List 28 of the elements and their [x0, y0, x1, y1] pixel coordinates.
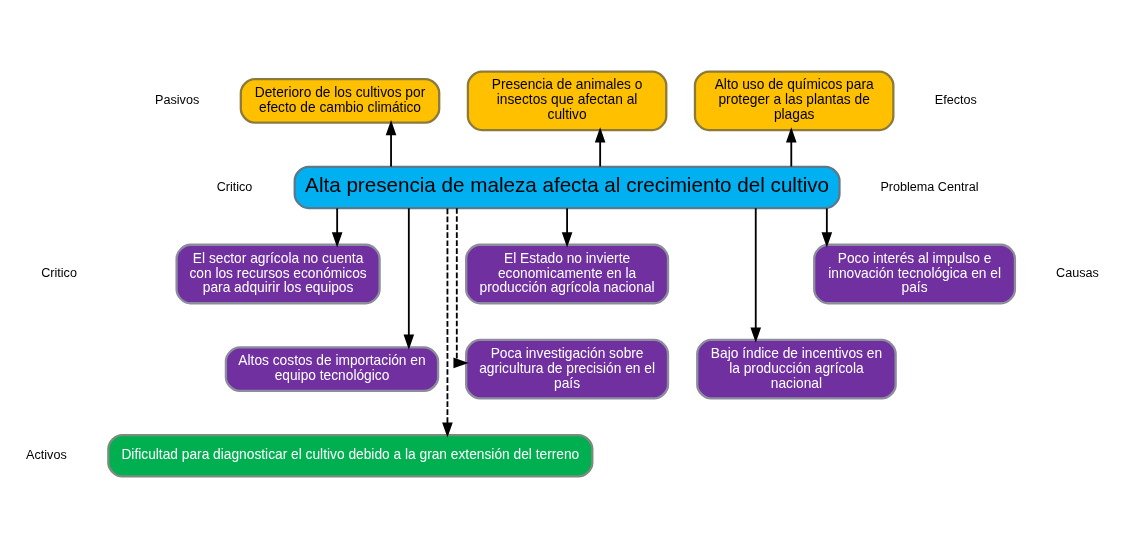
- node-box: El sector agrícola no cuenta con los recursos económicos para adquirir los equipos: [175, 243, 381, 305]
- node-box: Alta presencia de maleza afecta al crecimiento del cultivo: [293, 165, 841, 210]
- node-box: El Estado no invierte economicamente en la producción agrícola nacional: [465, 243, 670, 305]
- node-box: Poco interés al impulso e innovación tecnológica en el país: [813, 243, 1017, 305]
- node-box: Altos costos de importación en equipo tecnológico: [224, 346, 440, 393]
- arrow: [403, 207, 415, 350]
- label: Pasivos: [155, 93, 200, 108]
- label: Efectos: [934, 93, 977, 108]
- arrow: [331, 207, 343, 248]
- arrow: [442, 207, 453, 438]
- arrow: [786, 127, 797, 168]
- arrow: [821, 207, 833, 248]
- arrow: [385, 120, 397, 168]
- label: Causas: [1056, 266, 1099, 281]
- label: Critico: [216, 179, 253, 194]
- node-box: Dificultad para diagnosticar el cultivo debido a la gran extensión del terreno: [107, 434, 594, 478]
- node-box: Deterioro de los cultivos por efecto de cambio climático: [239, 77, 441, 124]
- label: Problema Central: [880, 179, 979, 194]
- node-box: Alto uso de químicos para proteger a las plantas de plagas: [693, 70, 895, 132]
- arrow: [750, 207, 762, 343]
- arrow: [594, 127, 606, 168]
- label: Critico: [41, 266, 77, 281]
- node-box: Bajo índice de incentivos en la producción agrícola nacional: [696, 338, 897, 400]
- arrow: [453, 207, 469, 369]
- node-box: Poca investigación sobre agricultura de precisión en el país: [465, 338, 670, 400]
- arrow: [561, 207, 573, 248]
- node-box: Presencia de animales o insectos que afectan al cultivo: [466, 70, 668, 132]
- label: Activos: [26, 447, 67, 462]
